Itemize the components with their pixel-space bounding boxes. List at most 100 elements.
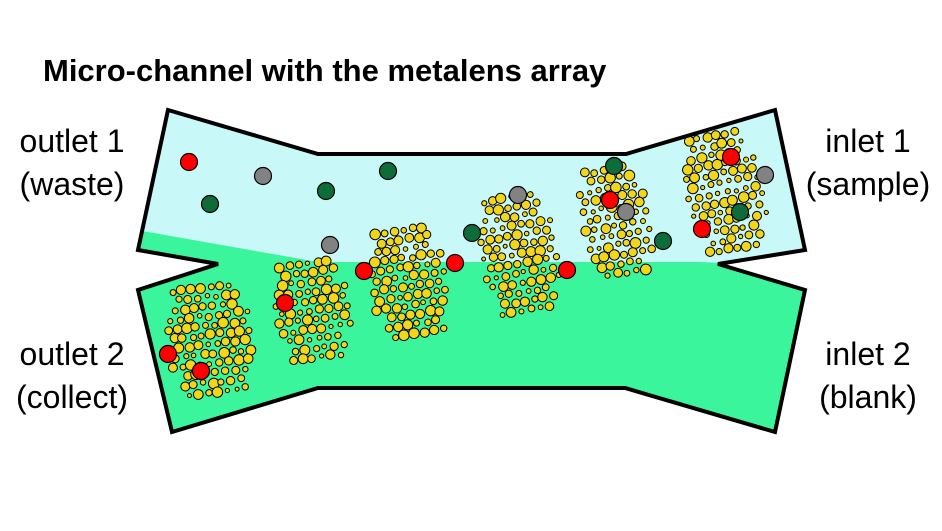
metalens	[192, 389, 204, 400]
gray-particle	[253, 166, 273, 186]
metalens	[292, 269, 301, 278]
metalens	[242, 353, 254, 364]
metalens	[220, 336, 231, 347]
metalens	[717, 209, 724, 216]
metalens	[316, 323, 327, 334]
metalens	[726, 177, 732, 184]
metalens	[482, 218, 489, 224]
metalens	[390, 245, 401, 256]
metalens	[548, 263, 558, 273]
metalens	[528, 264, 539, 275]
metalens	[502, 231, 512, 241]
metalens	[622, 238, 631, 247]
metalens	[525, 219, 535, 229]
metalens	[511, 229, 523, 241]
metalens	[685, 195, 692, 203]
green-particle	[653, 231, 673, 251]
metalens	[316, 334, 323, 341]
metalens	[525, 288, 532, 294]
metalens	[642, 236, 650, 244]
metalens	[742, 185, 749, 191]
metalens	[626, 257, 634, 266]
metalens	[430, 268, 439, 277]
metalens	[600, 223, 612, 235]
metalens	[575, 191, 584, 200]
metalens	[622, 182, 631, 191]
metalens	[190, 352, 197, 359]
metalens	[306, 337, 313, 343]
metalens	[542, 225, 552, 235]
metalens	[402, 319, 414, 331]
gray-particle	[616, 202, 636, 222]
metalens	[617, 260, 625, 268]
metalens	[691, 213, 697, 219]
metalens	[193, 294, 202, 303]
red-particle	[692, 219, 712, 239]
metalens	[324, 303, 334, 314]
metalens	[184, 342, 195, 353]
metalens	[321, 343, 328, 350]
metalens	[214, 340, 222, 347]
metalens	[296, 279, 306, 289]
metalens	[197, 332, 205, 340]
metalens	[750, 154, 757, 161]
metalens	[290, 329, 297, 336]
metalens	[619, 250, 628, 259]
metalens	[204, 328, 216, 340]
metalens	[504, 204, 512, 213]
metalens	[274, 318, 285, 329]
metalens	[713, 217, 723, 226]
metalens	[708, 151, 715, 158]
metalens	[242, 365, 249, 373]
metalens	[190, 333, 198, 342]
metalens	[328, 263, 339, 273]
green-particle	[200, 194, 220, 214]
metalens-cluster	[272, 255, 354, 365]
metalens	[726, 138, 736, 147]
metalens	[513, 259, 522, 269]
inlet-2-label: inlet 2 (blank)	[819, 336, 917, 415]
metalens	[389, 226, 400, 237]
metalens	[378, 284, 390, 295]
metalens	[304, 288, 312, 295]
metalens	[429, 297, 438, 306]
metalens	[239, 317, 247, 325]
metalens	[202, 321, 210, 329]
metalens	[528, 207, 538, 217]
metalens	[340, 281, 349, 290]
metalens	[590, 226, 598, 233]
metalens	[687, 182, 699, 195]
metalens	[737, 233, 744, 240]
metalens	[580, 225, 592, 237]
metalens	[715, 247, 723, 256]
metalens	[169, 289, 177, 297]
metalens	[307, 266, 319, 278]
metalens	[226, 298, 238, 310]
metalens	[296, 309, 304, 316]
metalens	[751, 210, 762, 221]
metalens	[317, 293, 328, 305]
metalens	[325, 349, 336, 360]
metalens	[707, 181, 715, 189]
metalens	[424, 261, 431, 268]
metalens	[393, 235, 404, 246]
metalens	[222, 309, 232, 318]
red-particle	[721, 147, 741, 167]
metalens	[740, 240, 752, 252]
outlet-1-name: outlet 1	[20, 123, 125, 159]
green-particle	[316, 181, 336, 201]
red-particle	[354, 261, 374, 281]
metalens	[435, 248, 445, 258]
outlet-2-label: outlet 2 (collect)	[16, 336, 128, 415]
metalens	[183, 312, 195, 324]
metalens	[402, 275, 409, 281]
metalens	[386, 312, 397, 323]
metalens	[693, 163, 703, 173]
metalens	[541, 283, 550, 292]
metalens	[682, 164, 694, 176]
metalens	[598, 251, 610, 263]
metalens	[590, 209, 596, 215]
metalens	[547, 217, 554, 224]
inlet-1-label: inlet 1 (sample)	[806, 123, 930, 202]
metalens-cluster	[164, 281, 257, 400]
